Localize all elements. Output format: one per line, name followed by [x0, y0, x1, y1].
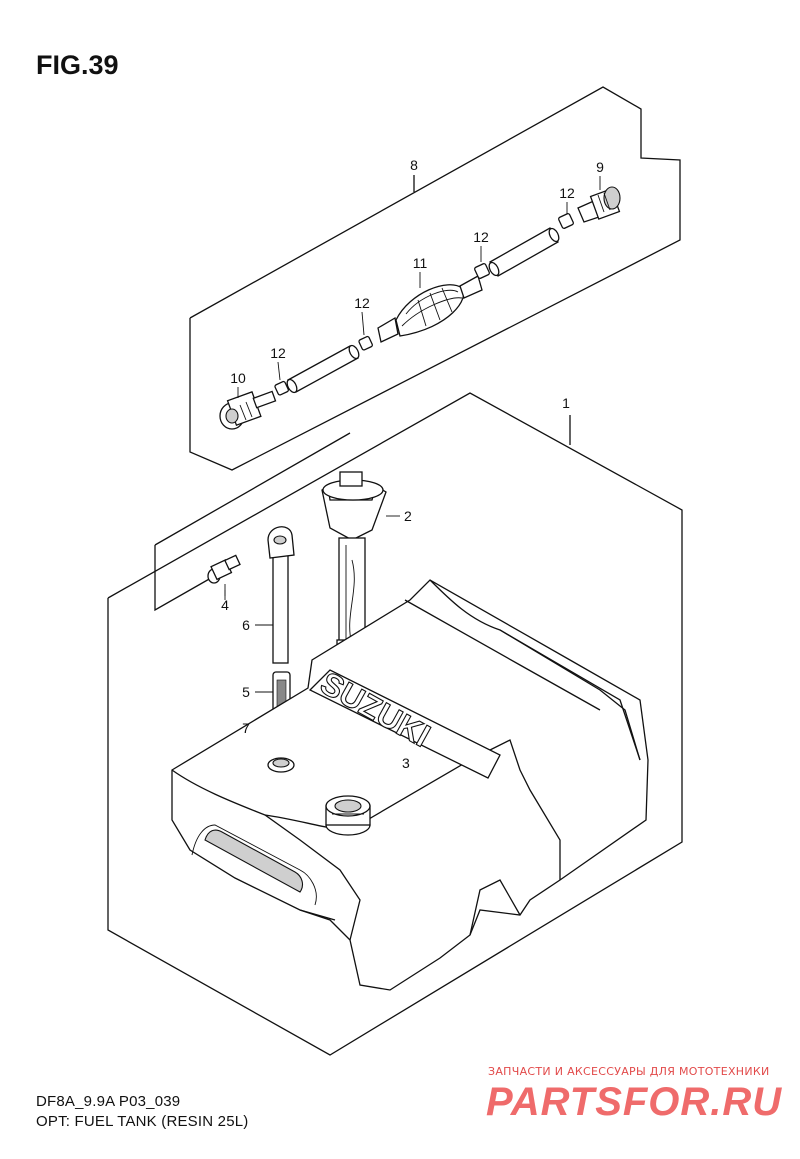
fuel-hose-segment-2	[488, 227, 560, 277]
callout-12-d: 12	[559, 185, 575, 201]
callout-1: 1	[562, 395, 570, 411]
fuel-tank-body-part-1	[171, 579, 649, 991]
tank-assembly-frame	[107, 392, 683, 1056]
hose-clip-mid-right	[474, 263, 490, 279]
small-parts-frame	[154, 432, 351, 612]
leader-lines	[224, 176, 601, 596]
vent-tube-part-6	[255, 526, 295, 664]
callout-2: 2	[404, 508, 412, 524]
callout-12-a: 12	[270, 345, 286, 361]
callout-4: 4	[221, 597, 229, 613]
vent-port	[267, 757, 295, 773]
callout-9: 9	[596, 159, 604, 175]
connector-part-10	[219, 390, 277, 430]
model-code: DF8A_9.9A P03_039	[36, 1093, 181, 1110]
callout-7: 7	[242, 720, 250, 736]
primer-bulb-part-11	[377, 275, 483, 343]
filler-neck	[325, 795, 371, 836]
callout-8: 8	[410, 157, 418, 173]
callout-11: 11	[413, 255, 428, 271]
hose-clip-upper-right	[558, 213, 574, 229]
callout-3: 3	[402, 755, 410, 771]
callout-6: 6	[242, 617, 250, 633]
fitting-part-4	[207, 554, 241, 600]
watermark-site: PARTSFOR.RU	[486, 1080, 783, 1124]
callout-12-c: 12	[473, 229, 489, 245]
diagram-caption: OPT: FUEL TANK (RESIN 25L)	[36, 1113, 249, 1130]
fuel-hose-segment-1	[286, 344, 360, 394]
hose-clip-lower-left	[274, 380, 289, 396]
connector-part-9	[577, 186, 621, 223]
figure-title: FIG.39	[36, 50, 119, 80]
callout-5: 5	[242, 684, 250, 700]
hose-clip-mid-left	[358, 335, 373, 351]
watermark-tagline: ЗАПЧАСТИ И АКСЕССУАРЫ ДЛЯ МОТОТЕХНИКИ	[488, 1065, 770, 1078]
callout-12-b: 12	[354, 295, 370, 311]
hose-assembly-frame	[189, 86, 681, 471]
callout-10: 10	[230, 370, 246, 386]
